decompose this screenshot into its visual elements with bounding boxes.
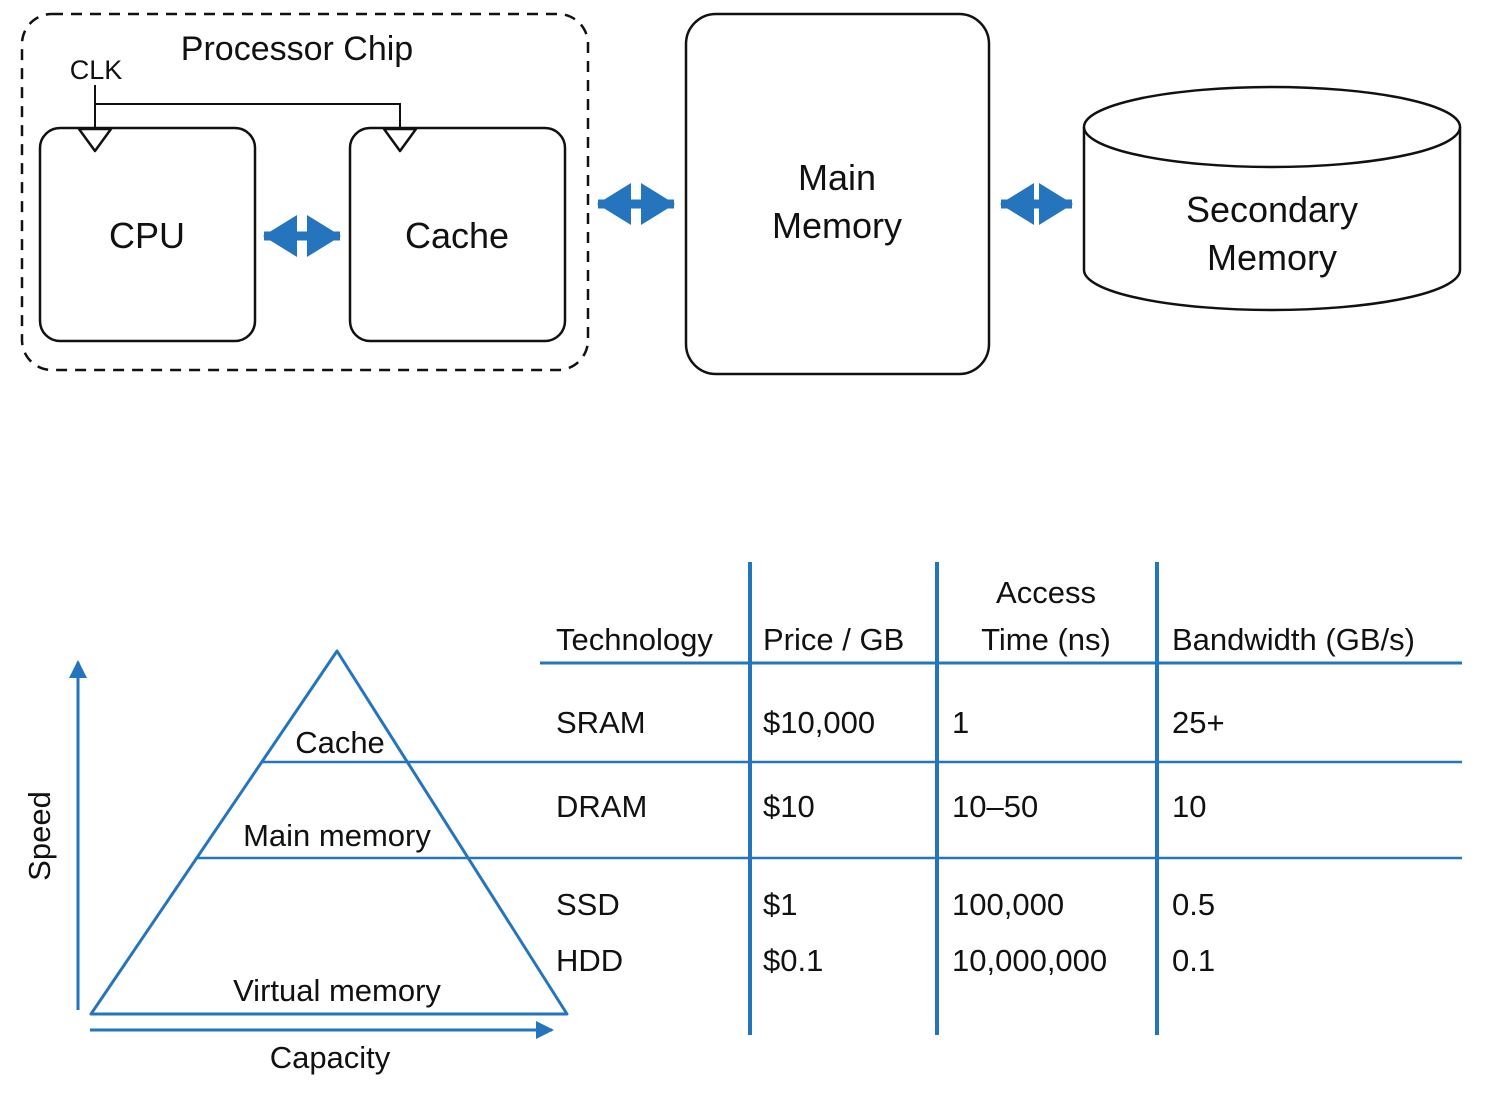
cell-bandwidth: 0.5	[1172, 887, 1215, 922]
cell-bandwidth: 25+	[1172, 705, 1225, 740]
table-row-sram: SRAM $10,000 1 25+	[556, 705, 1225, 740]
cpu-box	[38, 126, 257, 343]
cell-technology: HDD	[556, 943, 623, 978]
secondary-memory-cylinder-top	[1082, 85, 1462, 169]
cache-clock-notch-icon	[382, 127, 418, 153]
cache-label: Cache	[405, 215, 509, 256]
header-bandwidth: Bandwidth (GB/s)	[1172, 622, 1415, 657]
specs-table-group: Technology Price / GB Access Time (ns) B…	[540, 562, 1462, 1035]
header-technology: Technology	[556, 622, 713, 657]
header-price: Price / GB	[763, 622, 904, 657]
secondary-memory-cylinder-body	[1082, 127, 1462, 312]
main-memory-label-line2: Memory	[772, 205, 902, 246]
header-access-line1: Access	[996, 575, 1096, 610]
cell-access-time: 100,000	[952, 887, 1064, 922]
cpu-label: CPU	[109, 215, 185, 256]
clk-label: CLK	[70, 55, 123, 85]
cell-price: $1	[763, 887, 797, 922]
table-row-hdd: HDD $0.1 10,000,000 0.1	[556, 943, 1215, 978]
cell-bandwidth: 0.1	[1172, 943, 1215, 978]
cell-technology: DRAM	[556, 789, 647, 824]
table-row-dram: DRAM $10 10–50 10	[556, 789, 1206, 824]
cell-technology: SRAM	[556, 705, 646, 740]
main-memory-box	[684, 12, 991, 376]
pyramid-level-main-memory: Main memory	[243, 818, 431, 853]
secondary-memory-label-line1: Secondary	[1186, 189, 1358, 230]
cache-box	[348, 126, 567, 343]
cell-price: $10	[763, 789, 815, 824]
capacity-axis-label: Capacity	[270, 1040, 391, 1075]
pyramid-level-virtual-memory: Virtual memory	[233, 973, 441, 1008]
header-access-line2: Time (ns)	[981, 622, 1111, 657]
secondary-memory-label-line2: Memory	[1207, 237, 1337, 278]
cell-bandwidth: 10	[1172, 789, 1206, 824]
pyramid-triangle	[89, 649, 569, 1016]
cell-access-time: 10–50	[952, 789, 1038, 824]
speed-axis-label: Speed	[22, 791, 57, 881]
processor-chip-outline	[20, 12, 590, 372]
secondary-memory-group: Secondary Memory	[1082, 85, 1462, 312]
processor-chip-label: Processor Chip	[181, 30, 413, 68]
memory-pyramid-group: Speed Capacity Cache Main memory Virtual…	[22, 649, 569, 1075]
cell-access-time: 10,000,000	[952, 943, 1107, 978]
table-row-ssd: SSD $1 100,000 0.5	[556, 887, 1215, 922]
cell-access-time: 1	[952, 705, 969, 740]
main-memory-label-line1: Main	[798, 157, 876, 198]
cell-price: $10,000	[763, 705, 875, 740]
processor-chip-group: Processor Chip CLK CPU Cache	[20, 12, 590, 372]
cpu-clock-notch-icon	[77, 127, 113, 153]
cell-technology: SSD	[556, 887, 620, 922]
main-memory-group: Main Memory	[684, 12, 991, 376]
cell-price: $0.1	[763, 943, 823, 978]
pyramid-level-cache: Cache	[295, 725, 385, 760]
